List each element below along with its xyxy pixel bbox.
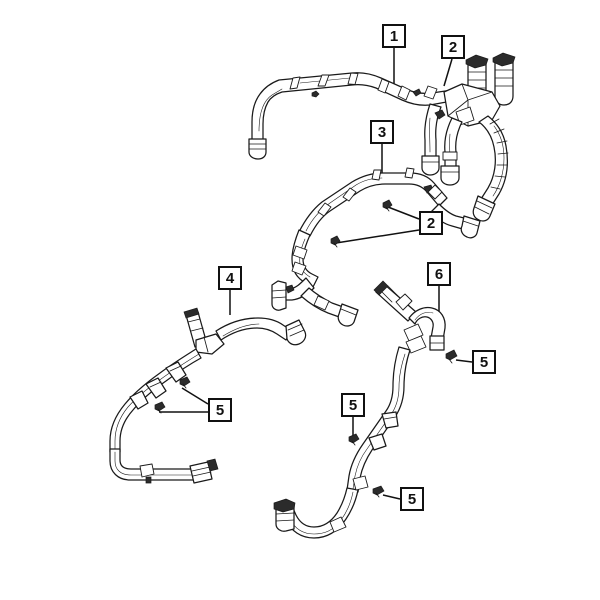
part-engine-manifold-connectors — [421, 52, 516, 222]
callout-box-5-middle[interactable]: 5 — [341, 393, 365, 417]
callout-box-5-right-upper[interactable]: 5 — [472, 350, 496, 374]
callout-box-5-left[interactable]: 5 — [208, 398, 232, 422]
part-middle-heater-hose — [271, 167, 481, 327]
callout-box-3[interactable]: 3 — [370, 120, 394, 144]
part-upper-left-heater-hose — [248, 72, 453, 160]
part-left-coolant-tube — [109, 307, 307, 484]
callout-box-2-lower[interactable]: 2 — [419, 211, 443, 235]
callout-box-5-bottom[interactable]: 5 — [400, 487, 424, 511]
callout-box-1[interactable]: 1 — [382, 24, 406, 48]
leader-lines — [159, 48, 473, 500]
callout-box-2-upper[interactable]: 2 — [441, 35, 465, 59]
callout-box-4[interactable]: 4 — [218, 266, 242, 290]
callout-box-6[interactable]: 6 — [427, 262, 451, 286]
part-right-coolant-tube — [273, 280, 458, 539]
